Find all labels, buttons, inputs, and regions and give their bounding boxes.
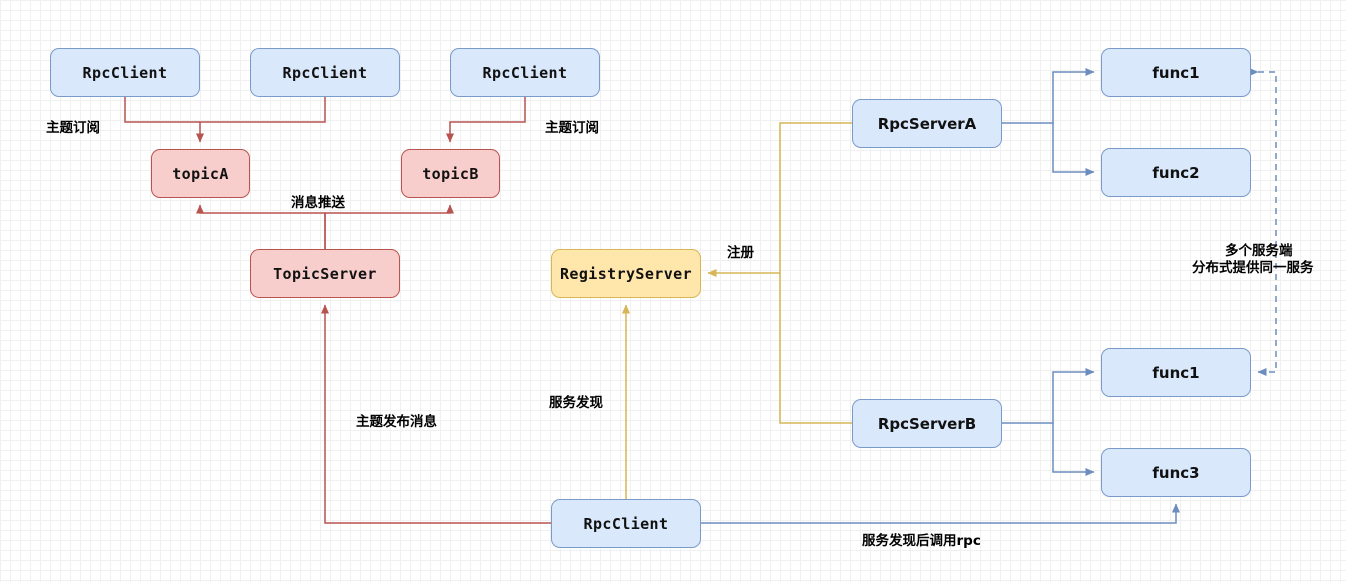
node-rpcclient-bottom[interactable]: RpcClient xyxy=(551,499,701,548)
edge-rpcclient-to-topicserver xyxy=(321,304,551,524)
node-topica[interactable]: topicA xyxy=(151,149,250,198)
edge-rpcserverA-to-func2 xyxy=(1052,123,1095,176)
node-rpcclient-1[interactable]: RpcClient xyxy=(50,48,200,97)
node-rpcclient-2[interactable]: RpcClient xyxy=(250,48,400,97)
label-message-push: 消息推送 xyxy=(291,195,345,211)
node-rpcserverb[interactable]: RpcServerB xyxy=(852,399,1002,448)
node-registryserver[interactable]: RegistryServer xyxy=(551,249,701,298)
label-multi-server-note-line1: 多个服务端 xyxy=(1225,243,1293,259)
edge-rpcserverB-to-registryserver xyxy=(779,273,852,424)
edge-func1-to-func1-dashed xyxy=(1249,68,1277,376)
edge-rpcserverB-to-func1 xyxy=(1002,368,1095,424)
edge-rpcclient2-to-topica xyxy=(196,97,326,143)
edge-rpcclient1-to-topica xyxy=(124,97,200,123)
edge-rpcclient-to-func3 xyxy=(701,503,1180,524)
edge-rpcclient3-to-topicb xyxy=(446,97,526,143)
node-topicb[interactable]: topicB xyxy=(401,149,500,198)
edge-rpcserverA-to-func1 xyxy=(1002,68,1095,124)
edge-topicserver-to-topicb xyxy=(324,204,454,249)
edge-rpcserverA-to-registryserver xyxy=(707,122,852,277)
node-func1-b[interactable]: func1 xyxy=(1101,348,1251,397)
label-multi-server-note-line2: 分布式提供同一服务 xyxy=(1192,260,1314,276)
label-call-rpc-after-discovery: 服务发现后调用rpc xyxy=(862,533,981,549)
node-topicserver[interactable]: TopicServer xyxy=(250,249,400,298)
edge-rpcserverB-to-func3 xyxy=(1052,423,1095,476)
label-subscribe-right: 主题订阅 xyxy=(545,120,599,136)
node-rpcservera[interactable]: RpcServerA xyxy=(852,99,1002,148)
node-func2[interactable]: func2 xyxy=(1101,148,1251,197)
label-subscribe-left: 主题订阅 xyxy=(46,120,100,136)
label-service-discovery: 服务发现 xyxy=(549,395,603,411)
node-func1-a[interactable]: func1 xyxy=(1101,48,1251,97)
label-register: 注册 xyxy=(727,245,754,261)
node-func3[interactable]: func3 xyxy=(1101,448,1251,497)
node-rpcclient-3[interactable]: RpcClient xyxy=(450,48,600,97)
label-publish-message: 主题发布消息 xyxy=(356,414,437,430)
